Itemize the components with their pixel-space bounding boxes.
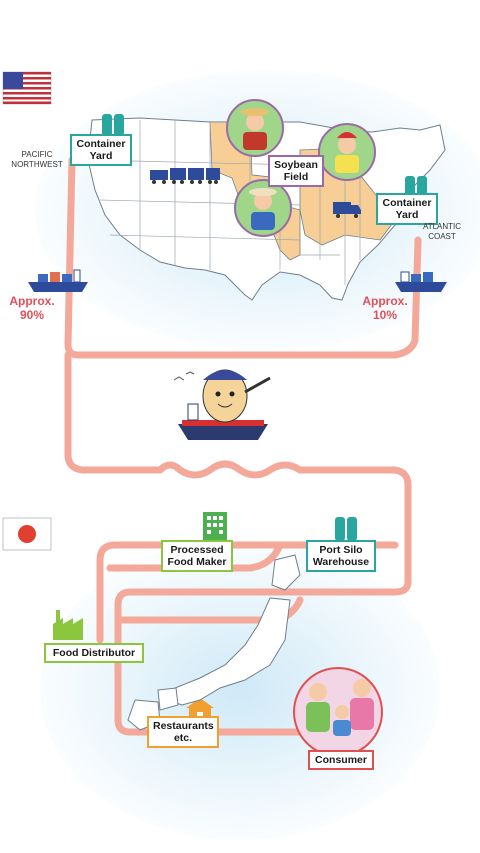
silo-icon: [335, 517, 357, 541]
ship-icon: [28, 269, 88, 292]
approx-10-percent-label: Approx.10%: [362, 294, 408, 322]
train-icon: [150, 168, 220, 184]
consumer-illustration: [293, 667, 383, 757]
farmer-portrait-1: [226, 99, 284, 157]
farmer-portrait-2: [318, 123, 376, 181]
truck-icon: [333, 202, 361, 218]
japan-flag-icon: [2, 517, 52, 551]
us-flag-icon: [2, 71, 52, 105]
approx-90-percent-label: Approx.90%: [9, 294, 55, 322]
silo-icon: [405, 176, 427, 198]
factory-icon: [53, 610, 83, 640]
farmer-portrait-3: [234, 179, 292, 237]
soybean-mascot-icon: [173, 369, 271, 440]
ship-icon: [395, 271, 447, 292]
food-distributor-label: Food Distributor: [44, 643, 144, 663]
building-icon: [203, 512, 227, 540]
silo-icon: [102, 114, 124, 136]
consumer-label: Consumer: [308, 750, 374, 770]
